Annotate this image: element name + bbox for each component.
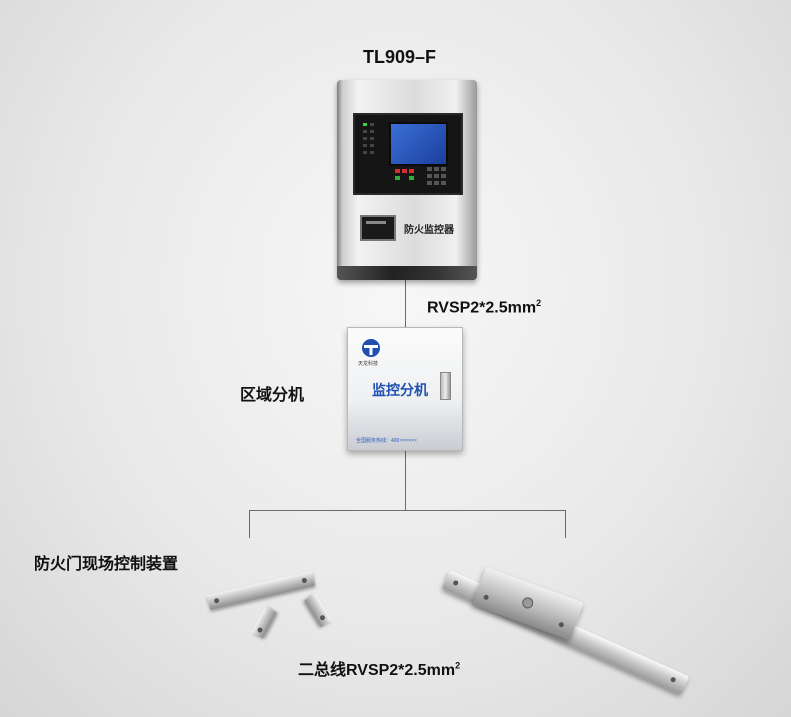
- wire-controller-to-zone: [405, 280, 406, 327]
- door-sensor-magnet-1: [251, 606, 277, 639]
- wire-right-drop: [565, 510, 566, 538]
- door-sensor-magnet-2: [304, 593, 332, 628]
- service-hotline: 全国服务热线：400××××××: [356, 438, 417, 444]
- printer-slot: [360, 215, 396, 241]
- field-devices-label: 防火门现场控制装置: [34, 556, 179, 573]
- upper-cable-label: RVSP2*2.5mm2: [427, 298, 541, 317]
- upper-cable-text: RVSP2*2.5mm: [427, 299, 537, 317]
- zone-monitor-unit: 天龙科技 监控分机 全国服务热线：400××××××: [347, 327, 463, 451]
- zone-unit-label: 区域分机: [240, 387, 305, 404]
- door-handle: [440, 372, 451, 400]
- control-panel: [353, 113, 463, 195]
- wire-horizontal-bus: [249, 510, 566, 511]
- door-closer-body: [472, 567, 584, 641]
- upper-cable-sup: 2: [536, 298, 542, 308]
- fire-monitor-controller: 防火监控器: [337, 80, 477, 280]
- lower-cable-label: 二总线RVSP2*2.5mm2: [298, 656, 460, 680]
- wire-zone-down: [405, 449, 406, 510]
- lcd-screen: [389, 122, 448, 166]
- zone-panel-title: 监控分机: [372, 382, 428, 398]
- wire-left-drop: [249, 510, 250, 538]
- company-logo-icon: [362, 339, 380, 357]
- company-name: 天龙科技: [358, 361, 379, 367]
- door-sensor-long: [206, 571, 316, 610]
- controller-model-label: TL909–F: [363, 47, 437, 67]
- lower-cable-text: 二总线RVSP2*2.5mm: [298, 662, 456, 679]
- lower-cable-sup: 2: [455, 660, 461, 671]
- cabinet-title: 防火监控器: [404, 225, 454, 236]
